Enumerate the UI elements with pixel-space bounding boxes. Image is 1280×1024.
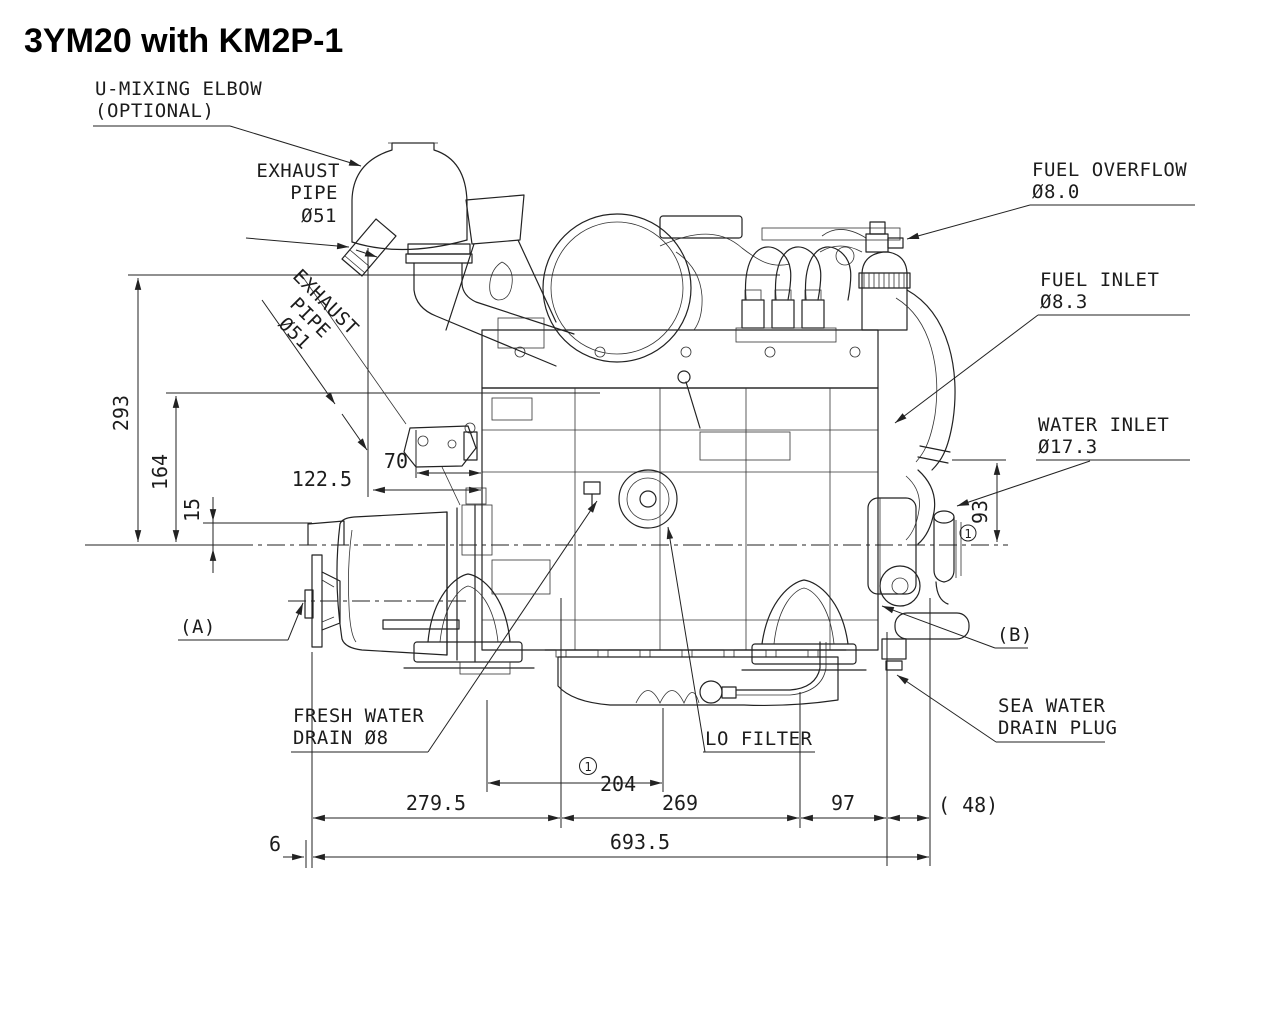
dim-front-length: 279.5 [406,791,466,815]
dim-foot-height: 15 [180,498,204,522]
note-circle-2 [959,524,977,542]
ref-a-label: (A) [180,616,216,638]
cylinder-head-injection [659,215,901,343]
note-marker-2: 1 [964,527,971,541]
leader-lines [93,125,1195,753]
fuel-filter-assembly [819,221,911,331]
dimension-lines [134,272,1001,861]
fresh-water-drain-label-2: DRAIN Ø8 [293,727,389,749]
engine-block [403,329,879,651]
gearbox-km2p1 [304,504,476,663]
fuel-overflow-label: FUEL OVERFLOW [1032,159,1187,181]
fuel-inlet-label-2: Ø8.3 [1040,291,1088,313]
fuel-overflow-label-2: Ø8.0 [1032,181,1080,203]
fuel-inlet-label: FUEL INLET [1040,269,1159,291]
lo-filter-label: LO FILTER [705,728,813,750]
dimension-texts: 293 164 15 122.5 70 1 204 279.5 269 97 (… [109,395,998,856]
centerlines [235,544,1008,602]
dim-rear-length: 97 [831,791,855,815]
page-title: 3YM20 with KM2P-1 [24,22,343,60]
water-inlet-label-2: Ø17.3 [1038,436,1098,458]
sea-water-drain-plug-label-2: DRAIN PLUG [998,717,1117,739]
dim-height-mid: 164 [148,454,172,490]
dim-mount-span: 204 [600,772,636,796]
u-mixing-elbow-label-2: (OPTIONAL) [95,100,214,122]
extension-lines [85,248,1006,868]
u-mixing-elbow-label: U-MIXING ELBOW [95,78,262,100]
cooling-hoses [867,289,970,671]
water-inlet-label: WATER INLET [1038,414,1169,436]
dim-flange-gap: 6 [269,832,281,856]
mixing-elbow [341,142,575,367]
dim-bracket-offset: 70 [384,449,408,473]
exhaust-pipe-top-label-2: PIPE [290,182,338,204]
oil-pan [544,641,847,707]
note-circle-1 [579,757,597,775]
dim-water-inlet-height: 93 [968,500,992,524]
engine-mounts [403,573,867,675]
exhaust-pipe-top-label-3: Ø51 [301,205,337,227]
dim-mid-length: 269 [662,791,698,815]
dim-exhaust-offset: 122.5 [292,467,352,491]
dim-total-length: 693.5 [610,830,670,854]
fresh-water-drain-label: FRESH WATER [293,705,424,727]
dim-height-overall: 293 [109,395,133,431]
exhaust-pipe-side-label-group: EXHAUST PIPE Ø51 [274,265,363,354]
callout-labels: U-MIXING ELBOW (OPTIONAL) EXHAUST PIPE Ø… [95,78,1187,750]
exhaust-pipe-top-label: EXHAUST [256,160,340,182]
note-marker-1: 1 [584,760,591,774]
ref-b-label: (B) [997,624,1033,646]
air-intake-silencer [445,194,692,363]
dim-overhang: ( 48) [938,793,998,817]
sea-water-drain-plug-label: SEA WATER [998,695,1106,717]
